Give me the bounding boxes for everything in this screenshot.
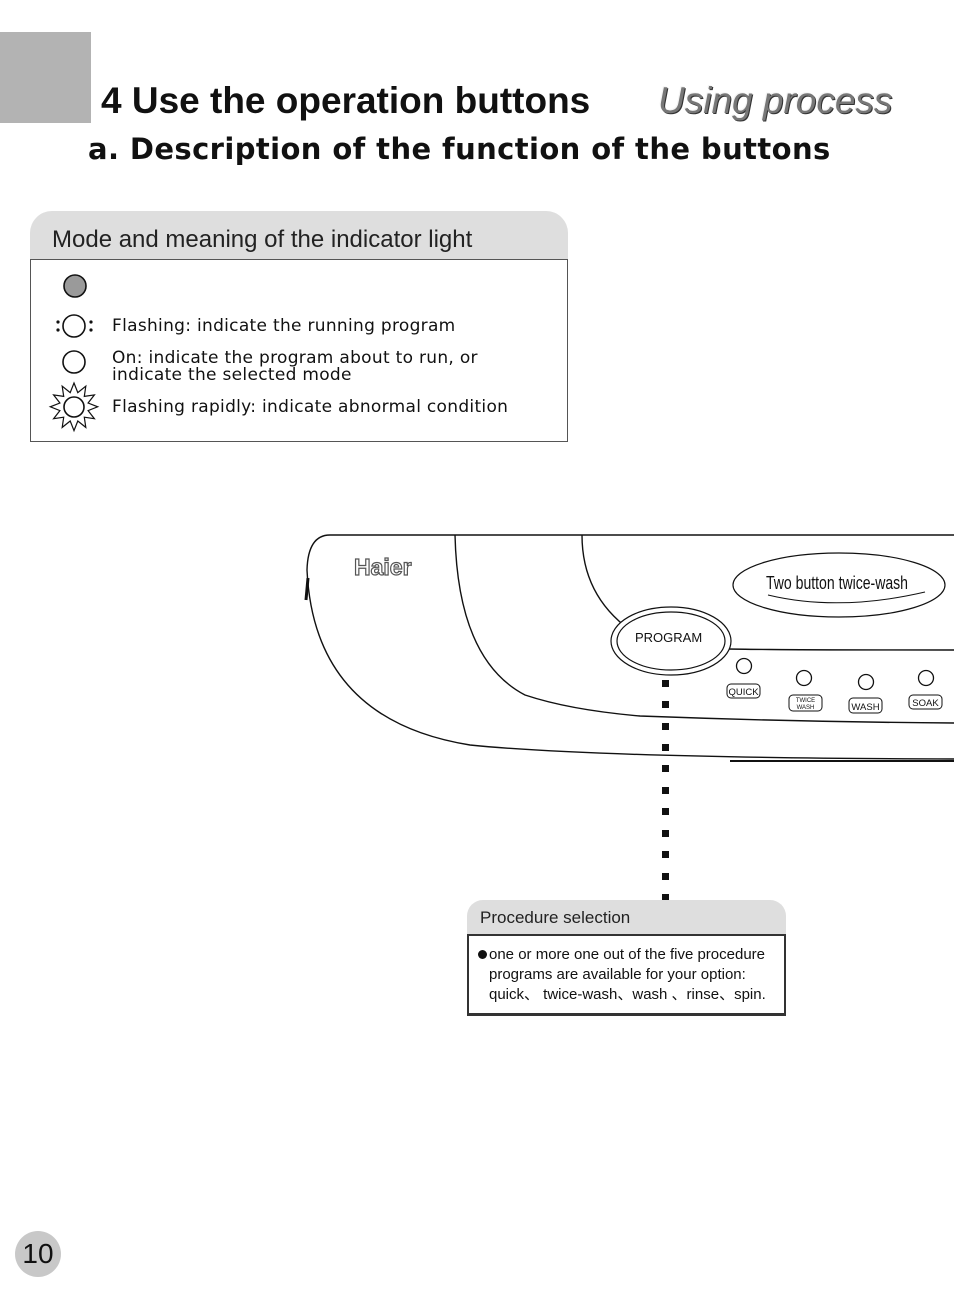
svg-text:TWICE: TWICE — [796, 698, 815, 704]
wash-indicator-icon — [857, 673, 875, 691]
mode-button-quick[interactable]: QUICK — [726, 683, 761, 699]
svg-text:WASH: WASH — [851, 702, 879, 713]
legend-header: Mode and meaning of the indicator light — [30, 211, 568, 260]
legend-item-flashing: Flashing: indicate the running program — [112, 316, 456, 336]
control-panel-illustration: Haier Two button twice-wash PROGRAM QUIC… — [304, 534, 954, 901]
bullet-icon — [478, 950, 487, 959]
flashing-circle-icon — [56, 314, 93, 338]
legend-item-on: On: indicate the program about to run, o… — [112, 348, 478, 368]
callout-box: one or more one out of the five procedur… — [467, 934, 786, 1016]
section-tag: Using process — [658, 80, 893, 121]
callout-line-2: programs are available for your option: — [489, 966, 746, 983]
two-button-badge: Two button twice-wash — [732, 552, 946, 618]
legend-icons — [48, 274, 100, 433]
page-number: 10 — [15, 1231, 61, 1277]
program-button[interactable]: PROGRAM — [610, 606, 732, 676]
legend-title: Mode and meaning of the indicator light — [52, 226, 473, 253]
page-subtitle: a. Description of the function of the bu… — [88, 132, 831, 166]
callout-line-1: one or more one out of the five procedur… — [489, 946, 766, 963]
mode-button-wash[interactable]: WASH — [848, 697, 883, 714]
soak-indicator-icon — [917, 669, 935, 687]
svg-text:QUICK: QUICK — [728, 687, 759, 698]
filled-circle-icon — [63, 274, 87, 298]
dotted-leader-line — [662, 680, 669, 901]
twice-wash-indicator-icon — [795, 669, 813, 687]
brand-logo: Haier — [354, 554, 412, 580]
callout-title: Procedure selection — [480, 908, 631, 927]
corner-tab-block — [0, 32, 91, 123]
empty-circle-icon — [62, 350, 86, 374]
quick-indicator-icon — [735, 657, 753, 675]
svg-text:SOAK: SOAK — [912, 698, 939, 709]
two-button-label: Two button twice-wash — [766, 573, 908, 593]
callout-line-3: quick、 twice-wash、wash 、rinse、spin. — [489, 986, 766, 1003]
mode-indicators — [735, 657, 935, 691]
legend-item-on-continued: indicate the selected mode — [112, 365, 352, 385]
legend-box: Flashing: indicate the running program O… — [30, 259, 568, 442]
mode-button-soak[interactable]: SOAK — [908, 694, 943, 710]
callout-header: Procedure selection — [467, 900, 786, 934]
starburst-circle-icon — [48, 381, 100, 433]
page-title: 4 Use the operation buttons — [101, 80, 591, 121]
legend-item-flashing-rapidly: Flashing rapidly: indicate abnormal cond… — [112, 397, 509, 417]
svg-text:WASH: WASH — [797, 705, 815, 711]
program-label: PROGRAM — [635, 630, 702, 645]
mode-button-twice-wash[interactable]: TWICE WASH — [788, 694, 823, 712]
